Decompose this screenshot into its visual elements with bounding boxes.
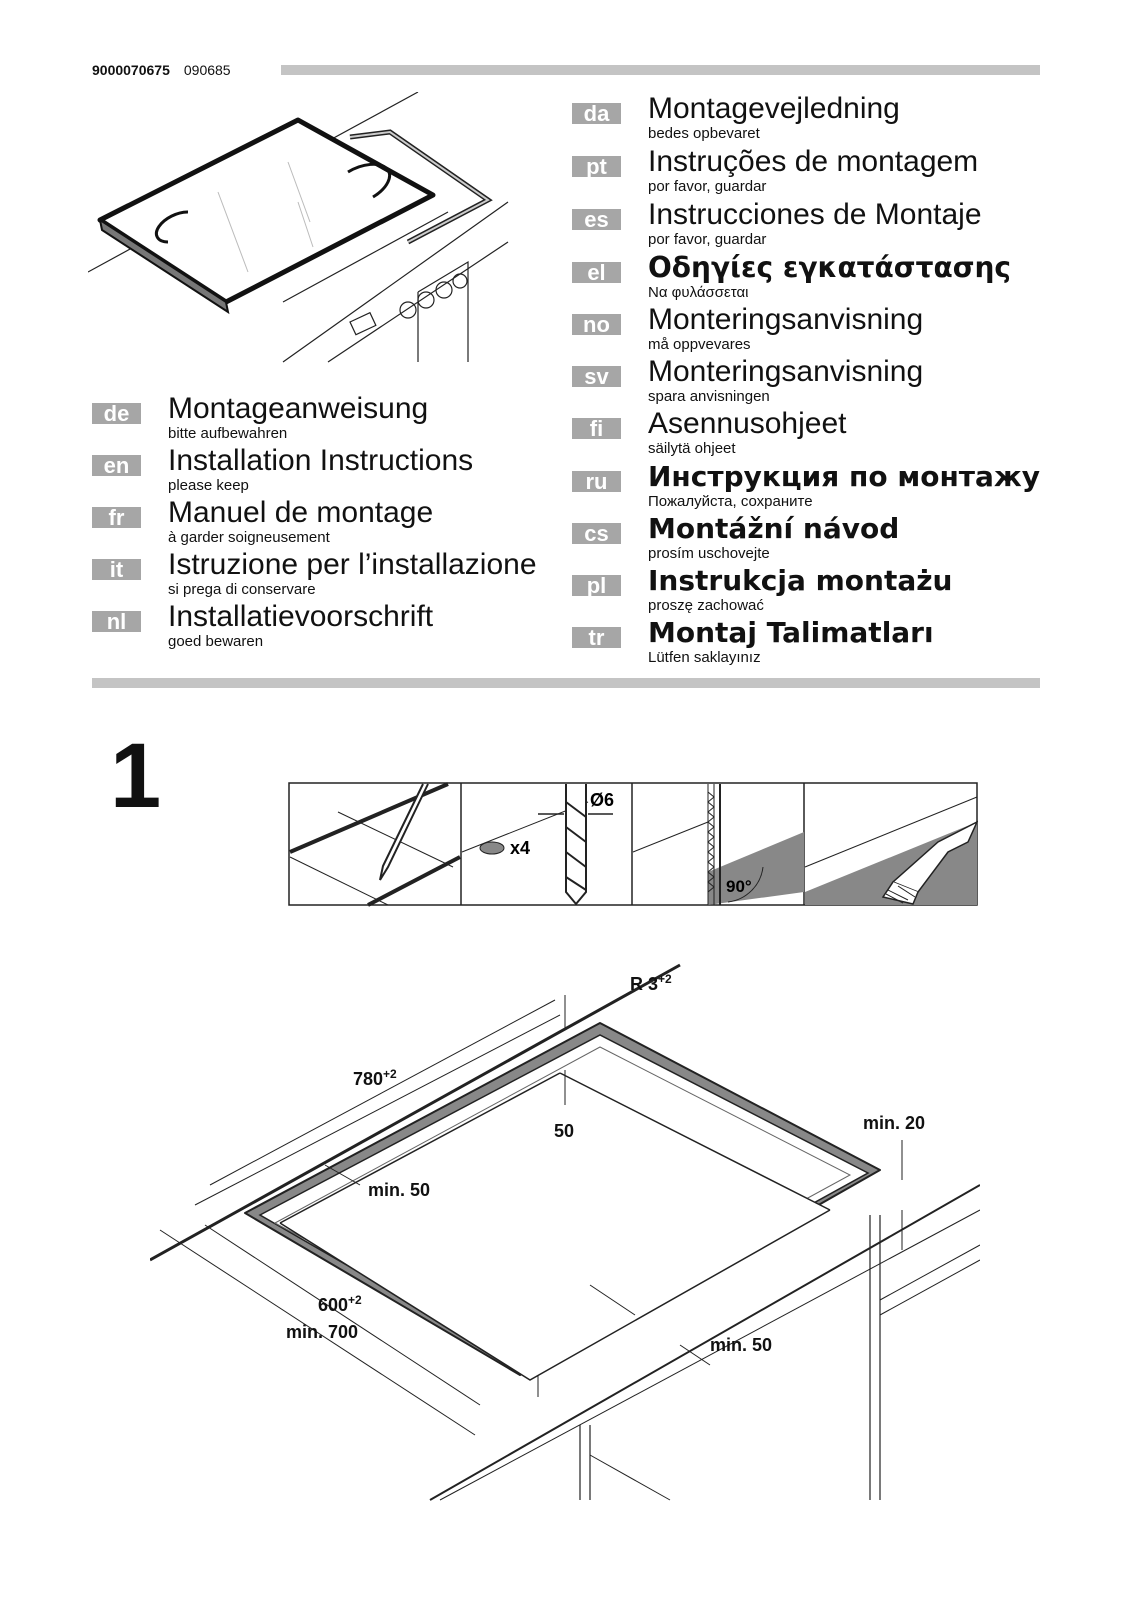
language-title: Montageanweisung — [168, 392, 429, 425]
language-subtitle: proszę zachować — [648, 597, 764, 614]
language-code-badge: ru — [572, 471, 621, 493]
language-code-badge: cs — [572, 523, 621, 545]
header-rule — [281, 65, 1040, 75]
language-code-badge: pl — [572, 575, 621, 597]
cooktop-illustration — [88, 92, 509, 363]
min-700-label: min. 700 — [286, 1322, 358, 1342]
document-code: 9000070675 090685 — [92, 62, 231, 78]
width-label: 780+2 — [353, 1067, 397, 1089]
section-rule — [92, 678, 1040, 688]
language-title: Installation Instructions — [168, 444, 474, 477]
language-subtitle: säilytä ohjeet — [648, 440, 736, 457]
language-code-badge: nl — [92, 611, 141, 633]
language-subtitle: à garder soigneusement — [168, 529, 330, 546]
language-subtitle: si prega di conservare — [168, 581, 316, 598]
drill-count-label: x4 — [510, 838, 530, 858]
min-50-left-label: min. 50 — [368, 1180, 430, 1200]
min-20-label: min. 20 — [863, 1113, 925, 1133]
language-title: Οδηγίες εγκατάστασης — [648, 251, 1012, 284]
language-title: Monteringsanvisning — [648, 355, 924, 388]
language-subtitle: bitte aufbewahren — [168, 425, 288, 442]
drill-panel: x4 Ø6 — [461, 784, 614, 906]
min-50-right-label: min. 50 — [710, 1335, 772, 1355]
language-subtitle: por favor, guardar — [648, 178, 767, 195]
language-code-badge: tr — [572, 627, 621, 649]
language-title: Istruzione per l’installazione — [168, 548, 537, 581]
language-title: Montaj Talimatları — [648, 616, 934, 649]
language-title: Montážní návod — [648, 512, 900, 545]
language-title: Montagevejledning — [648, 92, 900, 125]
saw-panel: 90° — [632, 784, 804, 905]
language-title: Installatievoorschrift — [168, 600, 434, 633]
language-code-badge: it — [92, 559, 141, 581]
depth-50-label: 50 — [554, 1121, 574, 1141]
language-subtitle: goed bewaren — [168, 633, 264, 650]
language-subtitle: prosím uschovejte — [648, 545, 770, 562]
radius-label: R 3+2 — [630, 972, 672, 994]
language-subtitle: Να φυλάσσεται — [648, 284, 749, 301]
language-code-badge: el — [572, 262, 621, 284]
language-code-badge: fr — [92, 507, 141, 529]
language-subtitle: please keep — [168, 477, 249, 494]
language-title: Manuel de montage — [168, 496, 434, 529]
language-title: Инструкция по монтажу — [648, 460, 1041, 493]
edition-number: 090685 — [183, 62, 231, 78]
language-title: Instruções de montagem — [648, 145, 979, 178]
language-subtitle: Пожалуйста, сохраните — [648, 493, 813, 510]
language-code-badge: es — [572, 209, 621, 231]
language-code-badge: pt — [572, 156, 621, 178]
language-code-badge: sv — [572, 366, 621, 388]
depth-label: 600+2 — [318, 1293, 362, 1315]
language-code-badge: en — [92, 455, 141, 477]
angle-label: 90° — [726, 877, 752, 896]
marking-panel — [289, 782, 461, 907]
language-subtitle: spara anvisningen — [648, 388, 770, 405]
cutout-dimension-drawing: R 3+2 780+2 50 min. 20 min. 50 600+2 min… — [150, 963, 980, 1501]
language-subtitle: por favor, guardar — [648, 231, 767, 248]
tool-steps-strip: x4 Ø6 90° — [288, 782, 978, 907]
language-code-badge: fi — [572, 418, 621, 440]
language-code-badge: da — [572, 103, 621, 125]
brush-panel — [804, 796, 978, 905]
language-subtitle: må oppvevares — [648, 336, 751, 353]
step-number: 1 — [110, 725, 162, 827]
language-subtitle: Lütfen saklayınız — [648, 649, 761, 666]
language-title: Instrucciones de Montaje — [648, 198, 982, 231]
article-number: 9000070675 — [92, 62, 170, 78]
drill-diameter-label: Ø6 — [590, 790, 614, 810]
language-subtitle: bedes opbevaret — [648, 125, 760, 142]
language-title: Monteringsanvisning — [648, 303, 924, 336]
language-title: Asennusohjeet — [648, 407, 847, 440]
language-title: Instrukcja montażu — [648, 564, 953, 597]
language-code-badge: de — [92, 403, 141, 425]
language-code-badge: no — [572, 314, 621, 336]
